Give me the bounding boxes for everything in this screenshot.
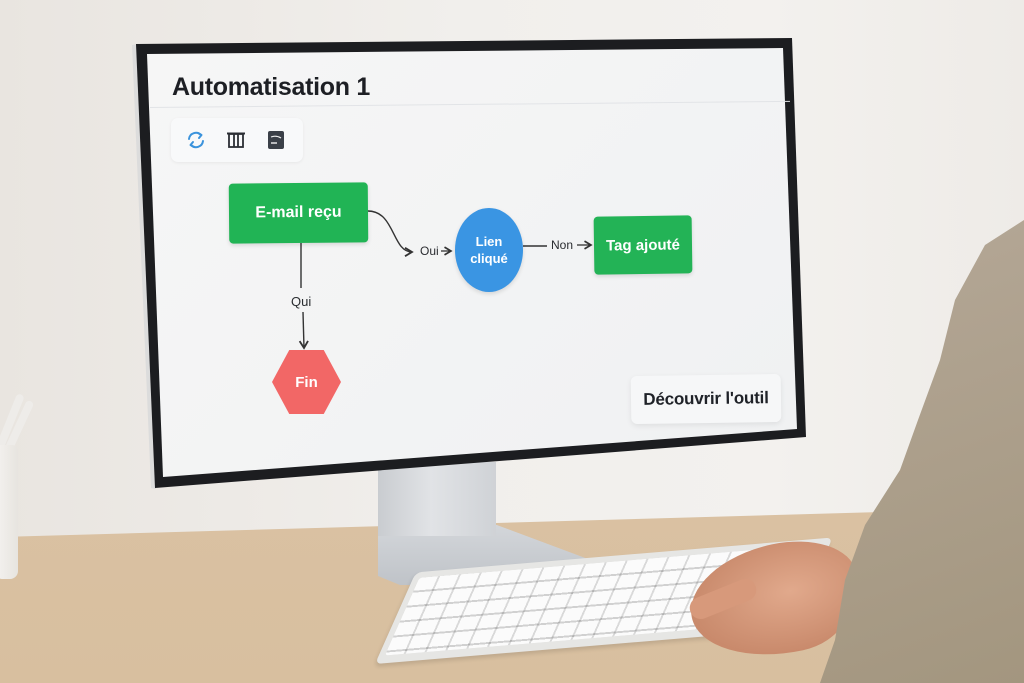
node-label: E-mail reçu xyxy=(255,203,342,222)
columns-icon xyxy=(227,132,245,148)
refresh-icon xyxy=(188,131,204,149)
node-email-received[interactable]: E-mail reçu xyxy=(228,182,369,244)
edge-email-to-link xyxy=(367,210,414,257)
refresh-button[interactable] xyxy=(185,129,207,151)
node-end[interactable]: Fin xyxy=(272,350,341,414)
toolbar xyxy=(171,118,303,162)
edge-label-yes: Oui xyxy=(420,244,439,258)
edge-label-qui: Qui xyxy=(291,294,312,309)
page-title: Automatisation 1 xyxy=(172,73,370,101)
columns-button[interactable] xyxy=(225,129,247,151)
edge-label-no: Non xyxy=(551,238,574,252)
node-label: Tag ajouté xyxy=(605,235,681,255)
edge-email-to-end-bottom xyxy=(298,311,309,350)
panel-icon xyxy=(268,131,284,149)
panel-button[interactable] xyxy=(265,129,287,151)
discover-tool-button[interactable]: Découvrir l'outil xyxy=(630,373,782,425)
monitor-stand-neck xyxy=(378,462,496,536)
node-label-line2: cliqué xyxy=(470,251,508,266)
node-label: Fin xyxy=(295,373,318,391)
node-label-line1: Lien xyxy=(475,234,503,249)
node-link-clicked[interactable]: Lien cliqué xyxy=(455,208,523,292)
cup xyxy=(0,445,18,579)
node-tag-added[interactable]: Tag ajouté xyxy=(593,215,693,275)
